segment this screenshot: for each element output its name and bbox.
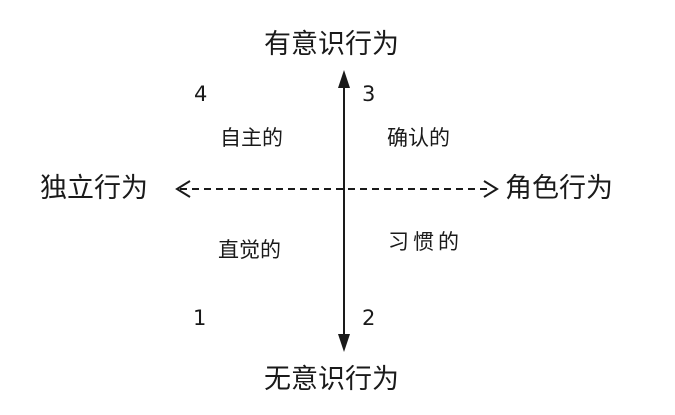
quadrant-1-number: 1 (193, 306, 207, 330)
quadrant-4-label: 自主的 (220, 126, 283, 150)
axis-label-top: 有意识行为 (264, 29, 399, 60)
quadrant-3-number: 3 (362, 82, 376, 106)
axis-label-bottom: 无意识行为 (264, 364, 399, 395)
quadrant-4-number: 4 (194, 82, 208, 106)
quadrant-2-number: 2 (362, 306, 376, 330)
vertical-axis-arrow-down (338, 334, 350, 352)
axis-label-right: 角色行为 (505, 173, 613, 204)
quadrant-2-label: 习惯的 (388, 230, 463, 254)
horizontal-axis-arrow-left (175, 180, 191, 198)
quadrant-1-label: 直觉的 (218, 238, 281, 262)
vertical-axis-arrow-up (338, 70, 350, 88)
axis-label-left: 独立行为 (40, 173, 148, 204)
quadrant-3-label: 确认的 (387, 126, 450, 150)
horizontal-axis-arrow-right (483, 180, 499, 198)
